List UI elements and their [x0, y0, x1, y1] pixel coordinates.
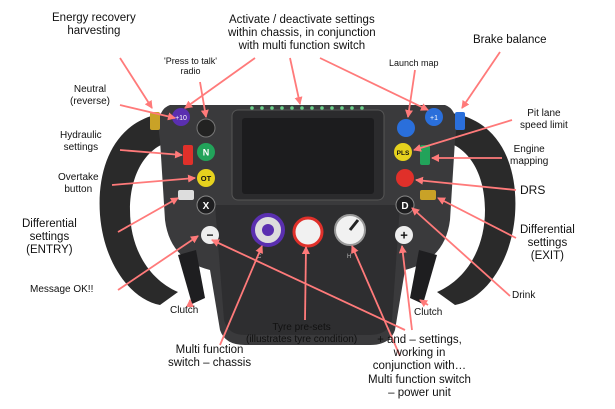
label-energy-recovery: Energy recovery harvesting: [52, 12, 136, 38]
left-clutch-paddle: [178, 250, 205, 304]
plus10-button[interactable]: [172, 108, 190, 126]
label-line: Multi function: [175, 344, 244, 356]
right-grip: [433, 112, 516, 305]
display-screen: [242, 118, 374, 194]
label-activate-settings: Activate / deactivate settings within ch…: [228, 14, 376, 54]
launch-map-knob[interactable]: [397, 119, 415, 137]
label-line: harvesting: [67, 25, 121, 38]
x-button-label: X: [203, 201, 210, 212]
label-engine-mapping: Engine mapping: [510, 144, 548, 167]
overtake-button[interactable]: [197, 169, 215, 187]
label-line: Clutch: [414, 307, 443, 318]
label-line: – power unit: [388, 386, 451, 399]
label-overtake: Overtake button: [58, 172, 99, 195]
callout-arrows: [111, 51, 517, 357]
label-brake-balance: Brake balance: [473, 34, 547, 47]
label-mf-chassis: Multi function switch – chassis: [168, 344, 251, 370]
right-clutch-paddle: [410, 250, 437, 304]
label-line: Drink: [512, 290, 536, 301]
label-press-to-talk: 'Press to talk' radio: [164, 56, 217, 77]
brake-balance-rotary[interactable]: [455, 112, 465, 130]
label-line: speed limit: [520, 119, 568, 131]
label-line: Launch map: [389, 58, 439, 68]
label-clutch-left: Clutch: [170, 305, 198, 317]
label-line: (ENTRY): [26, 244, 73, 257]
label-plus-minus: + and – settings, working in conjunction…: [368, 334, 471, 400]
minus-button-label: −: [206, 228, 213, 242]
label-line: Differential: [520, 224, 575, 236]
label-diff-entry: Differential settings (ENTRY): [22, 218, 77, 258]
knob-letter-c: C: [257, 254, 262, 260]
label-line: conjunction with…: [372, 360, 467, 373]
label-line: Neutral: [73, 84, 107, 95]
label-hydraulic: Hydraulic settings: [60, 130, 102, 153]
plus10-button-label: +10: [175, 115, 187, 122]
label-diff-exit: Differential settings (EXIT): [520, 224, 575, 264]
label-drs: DRS: [520, 183, 546, 198]
drs-button[interactable]: [396, 169, 414, 187]
label-line: Pit lane: [527, 108, 561, 119]
label-line: Clutch: [170, 305, 199, 316]
diff-entry-switch[interactable]: [178, 190, 194, 200]
label-line: Activate / deactivate settings: [228, 14, 375, 26]
label-line: + and – settings,: [377, 334, 462, 346]
label-message-ok: Message OK!!: [30, 284, 93, 296]
label-line: (reverse): [70, 95, 111, 107]
label-line: settings: [527, 237, 568, 250]
plus1-button-label: +1: [430, 115, 438, 122]
label-line: Message OK!!: [30, 284, 94, 295]
label-neutral: Neutral (reverse): [70, 84, 110, 107]
d-button-label: D: [401, 201, 408, 212]
label-line: mapping: [510, 155, 549, 167]
hydraulic-switch[interactable]: [183, 145, 193, 165]
label-line: settings: [29, 231, 70, 244]
label-drink: Drink: [512, 290, 535, 302]
label-line: Overtake: [58, 172, 99, 183]
label-line: Engine: [513, 144, 545, 155]
diff-exit-switch[interactable]: [420, 190, 436, 200]
label-line: with multi function switch: [238, 40, 366, 53]
shift-lights: [250, 106, 364, 110]
label-line: working in: [393, 347, 446, 360]
label-line: Differential: [22, 218, 77, 230]
pit-limiter-button[interactable]: [394, 143, 412, 161]
neutral-button-label: N: [203, 148, 210, 158]
neutral-button[interactable]: [197, 143, 215, 161]
label-line: settings: [63, 141, 99, 153]
label-line: DRS: [520, 183, 546, 197]
label-launch-map: Launch map: [389, 58, 439, 68]
label-tyre-presets: Tyre pre-sets (illustrates tyre conditio…: [246, 322, 357, 345]
label-line: 'Press to talk': [164, 56, 217, 66]
pit-limiter-button-label: PLS: [397, 150, 410, 157]
engine-mapping-switch[interactable]: [420, 145, 430, 165]
label-line: Energy recovery: [52, 12, 136, 24]
mf-chassis-center: [262, 224, 274, 236]
tyre-preset-switch[interactable]: [292, 216, 324, 248]
mf-power-unit-pointer: [348, 219, 360, 231]
label-line: Hydraulic: [60, 130, 102, 141]
overtake-button-label: OT: [201, 174, 212, 183]
label-line: within chassis, in conjunction: [228, 27, 376, 40]
label-clutch-right: Clutch: [414, 307, 442, 319]
label-line: (EXIT): [530, 250, 564, 263]
d-button[interactable]: [395, 195, 415, 215]
radio-knob[interactable]: [196, 118, 216, 138]
x-button[interactable]: [196, 195, 216, 215]
label-line: button: [64, 183, 93, 195]
plus-button-label: +: [400, 228, 408, 243]
knob-letter-h: H: [347, 254, 351, 260]
label-line: Multi function switch: [368, 373, 471, 386]
label-pit-lane: Pit lane speed limit: [520, 108, 568, 131]
label-line: Brake balance: [473, 34, 547, 46]
plus-button[interactable]: [395, 226, 413, 244]
label-line: Tyre pre-sets: [272, 322, 331, 333]
label-line: switch – chassis: [168, 357, 252, 370]
left-energy-rotary[interactable]: [150, 112, 160, 130]
left-grip: [99, 112, 182, 305]
label-line: radio: [180, 66, 201, 77]
plus1-button[interactable]: [425, 108, 443, 126]
label-line: (illustrates tyre condition): [246, 333, 358, 345]
